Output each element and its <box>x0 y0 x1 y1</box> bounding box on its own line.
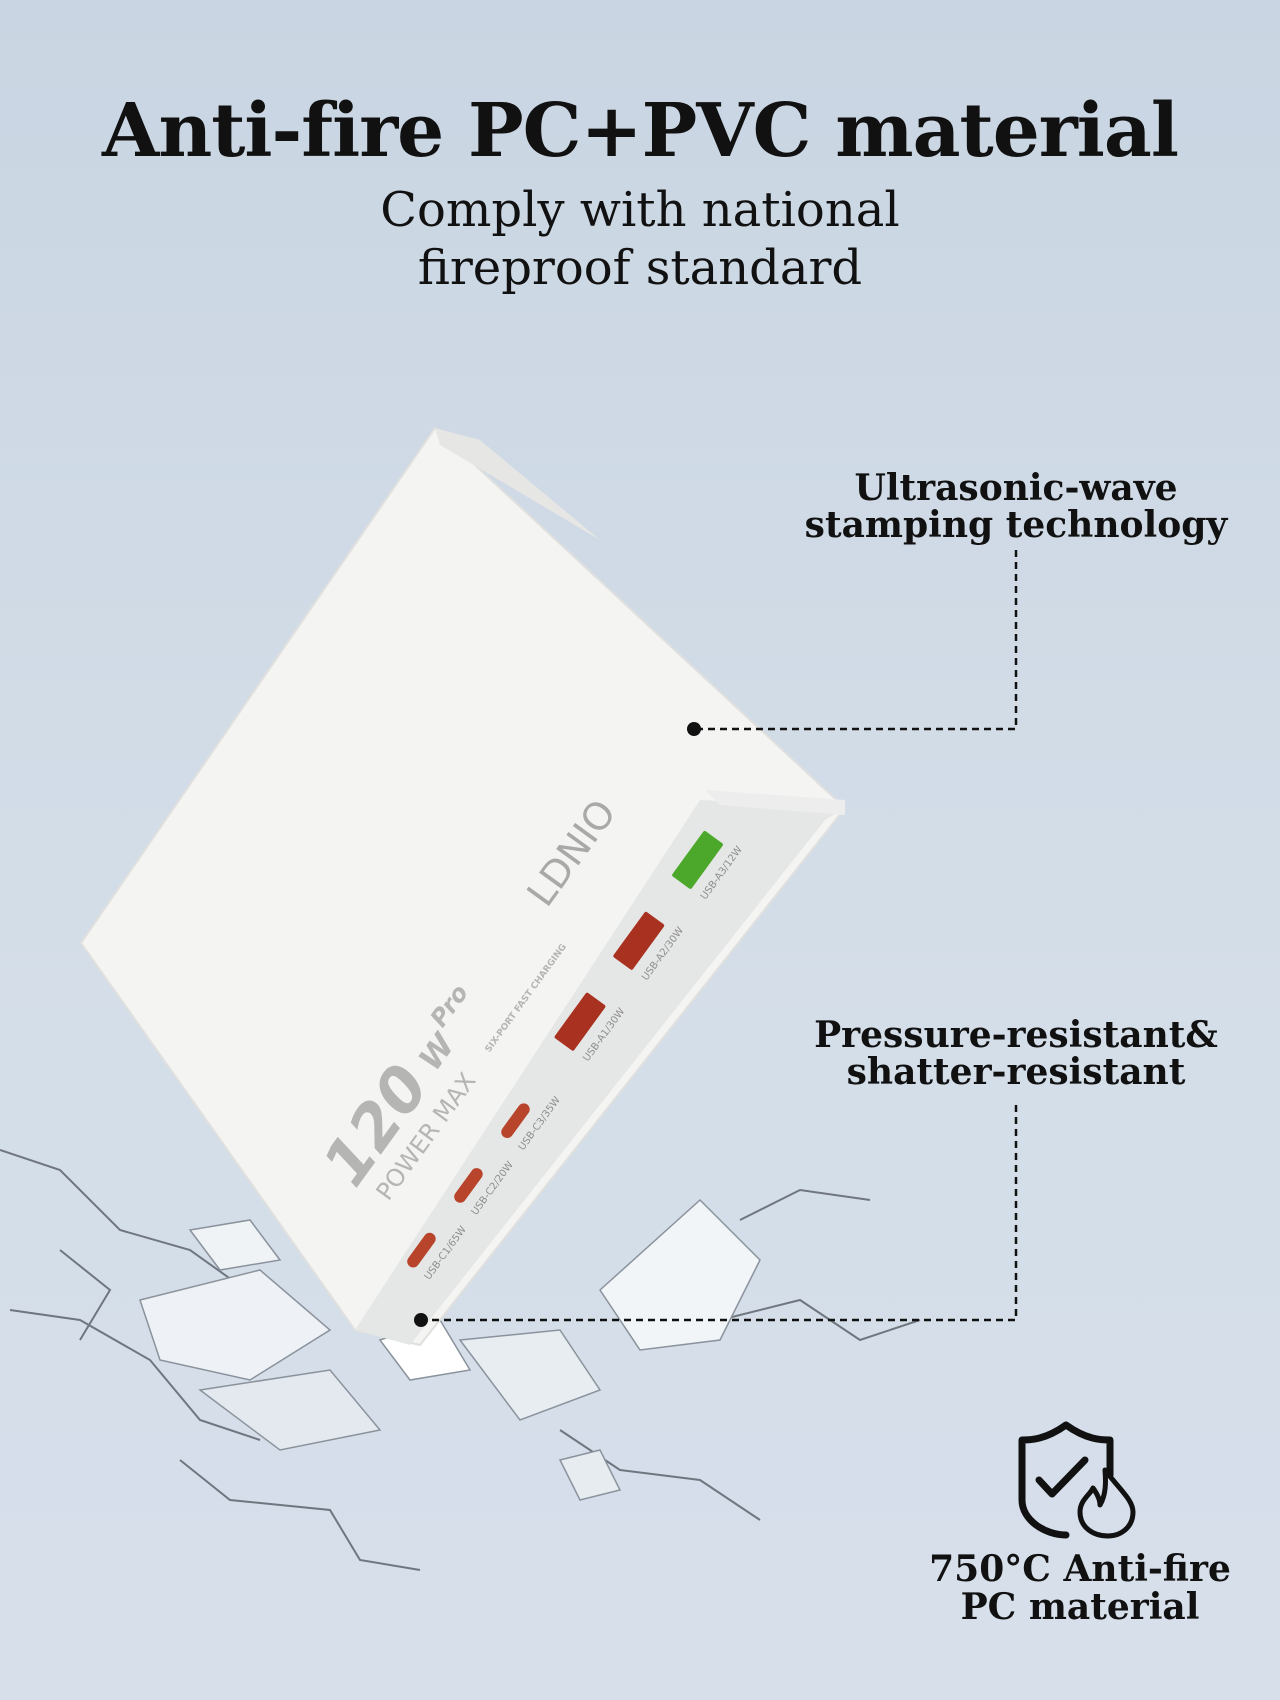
badge-line-1: 750°C Anti-fire <box>929 1548 1231 1590</box>
callout-pressure-line-1: Pressure-resistant& <box>814 1014 1218 1056</box>
callout-pressure-line-2: shatter-resistant <box>846 1051 1186 1093</box>
callout-ultrasonic: Ultrasonic-wave stamping technology <box>800 470 1232 544</box>
subtitle-line-2: fireproof standard <box>417 240 863 296</box>
callout-ultrasonic-line-2: stamping technology <box>804 504 1228 546</box>
headline: Anti-fire PC+PVC material <box>102 88 1179 174</box>
anti-fire-badge: 750°C Anti-fire PC material <box>920 1550 1240 1626</box>
usb-c-port-icon <box>407 1232 436 1268</box>
callout-ultrasonic-line-1: Ultrasonic-wave <box>854 467 1178 509</box>
usb-a-port-icon <box>613 911 665 970</box>
badge-line-2: PC material <box>960 1586 1200 1628</box>
callout-dot-1 <box>687 722 701 736</box>
usb-c-port-icon <box>501 1103 530 1139</box>
usb-a-port-icon <box>672 830 723 889</box>
callout-dot-2 <box>414 1313 428 1327</box>
shield-check-flame-icon <box>1018 1421 1136 1539</box>
callout-pressure: Pressure-resistant& shatter-resistant <box>810 1017 1222 1091</box>
rubble <box>139 1198 761 1501</box>
subtitle-line-1: Comply with national <box>380 182 900 238</box>
usb-c-port-icon <box>454 1168 483 1203</box>
charger-device <box>79 426 847 1347</box>
usb-a-port-icon <box>554 992 606 1051</box>
